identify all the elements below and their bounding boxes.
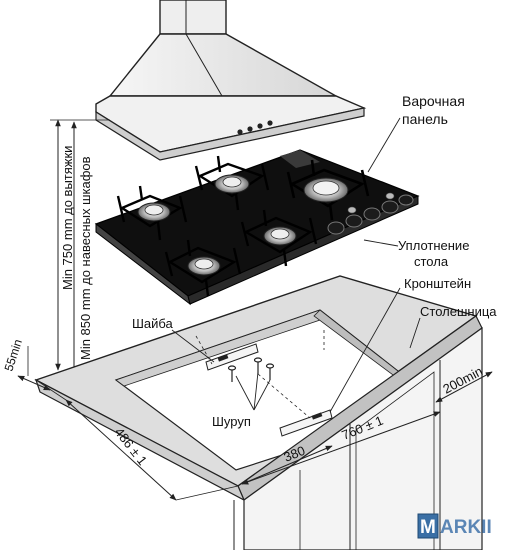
knob-icon: [327, 221, 345, 235]
hood-knob-icon: [237, 129, 243, 135]
screw-icon: [265, 363, 275, 380]
knob-icon: [363, 207, 381, 221]
logo-rest: ARKII: [440, 517, 492, 538]
hood-knob-icon: [247, 126, 253, 132]
screw-icon: [227, 365, 237, 382]
knob-icon: [381, 200, 399, 214]
dim-850-label: Min 850 mm до навесных шкафов: [78, 156, 93, 360]
leader-lines: [171, 117, 421, 413]
hob-knobs: [327, 192, 414, 235]
hood-knob-icon: [267, 120, 273, 126]
range-hood: [95, 0, 367, 161]
knob-icon: [398, 194, 414, 206]
washer-label: Шайба: [132, 316, 174, 331]
dim-200-line: [435, 371, 493, 403]
markit-logo: M ARKII: [417, 513, 492, 539]
dim-55-line: [17, 375, 51, 391]
hood-canopy: [108, 33, 339, 97]
hood-knob-icon: [257, 123, 263, 129]
dim-55-label: 55min: [2, 338, 25, 373]
knob-icon: [345, 214, 363, 228]
dim-380-line: [241, 445, 333, 485]
seal-label-line2: стола: [414, 254, 449, 269]
burner-wok: [286, 159, 370, 221]
cutout-dimensions: [17, 346, 493, 501]
height-dimensions: Min 750 mm до вытяжки Min 850 mm до наве…: [50, 119, 110, 381]
screw-label: Шуруп: [212, 414, 251, 429]
logo-letter: M: [420, 517, 436, 538]
dim-750-label: Min 750 mm до вытяжки: [60, 146, 75, 290]
panel-label-line2: панель: [402, 111, 448, 127]
burner-front-right: [240, 209, 318, 267]
burner-rear-center: [194, 155, 270, 211]
burner-front-left: [164, 239, 242, 297]
hood-chimney: [159, 0, 227, 35]
bracket-left: [205, 343, 259, 371]
gas-hob: [94, 149, 420, 306]
seal-label-line1: Уплотнение: [398, 238, 469, 253]
burner-rear-left: [116, 185, 188, 241]
panel-label-line1: Варочная: [402, 93, 465, 109]
logo-box: [417, 513, 439, 539]
dim-486-line: [65, 399, 177, 501]
countertop-label: Столешница: [420, 304, 497, 319]
bracket-label: Кронштейн: [404, 276, 471, 291]
dim-760-line: [241, 411, 441, 485]
